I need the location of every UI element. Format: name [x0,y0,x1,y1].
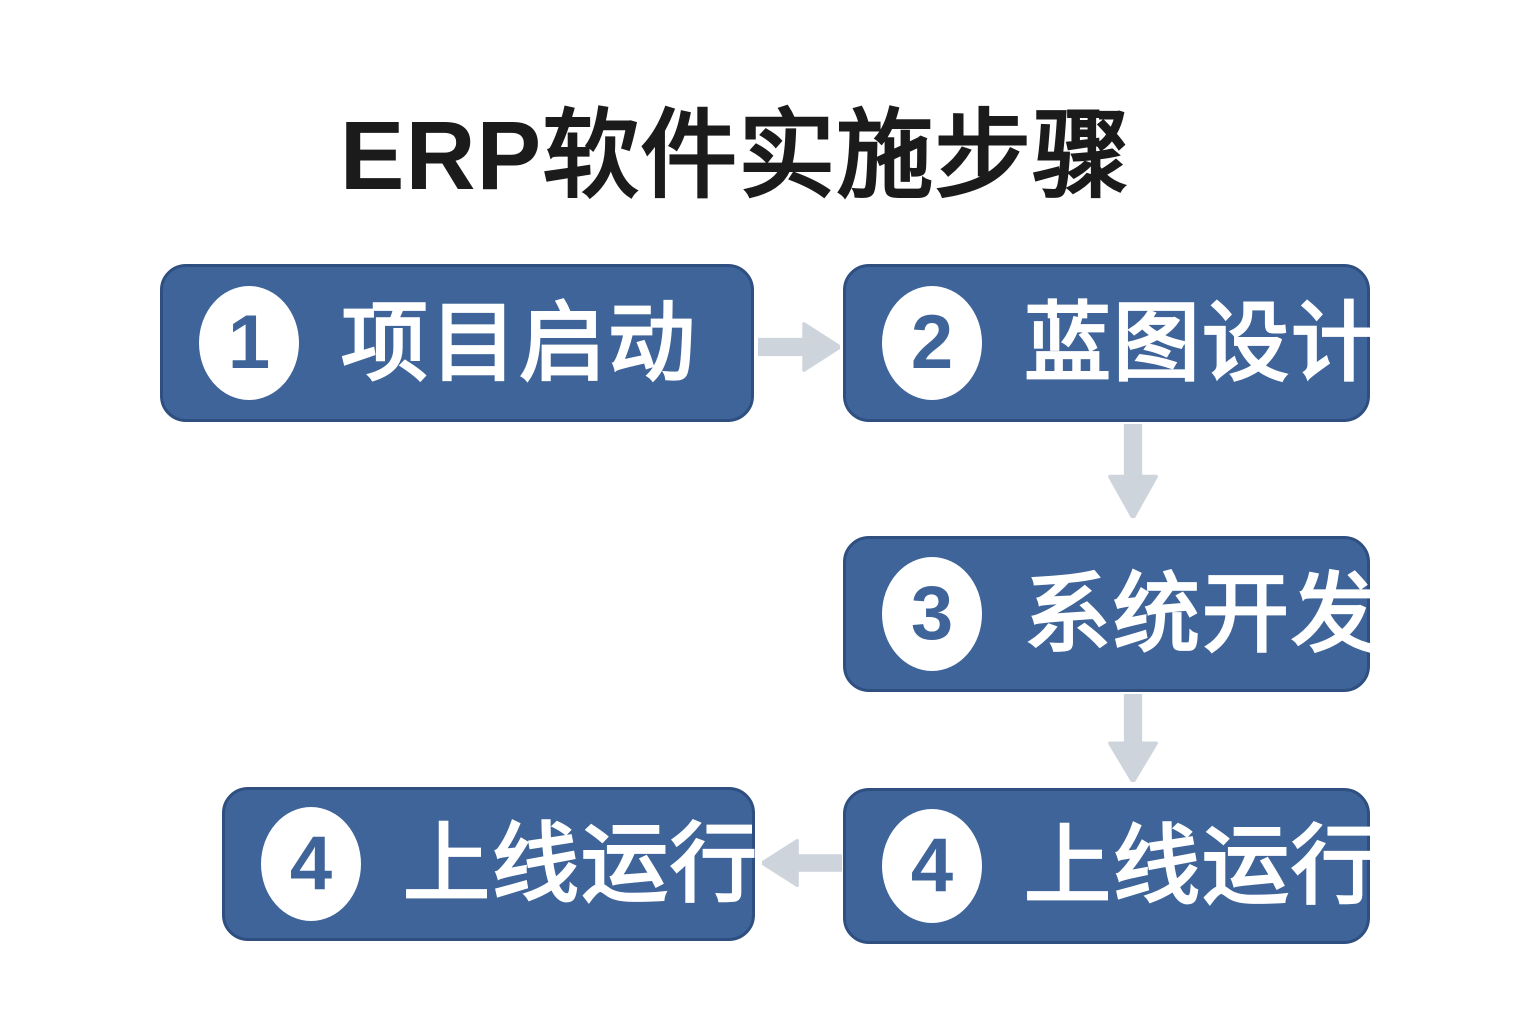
step-label: 项目启动 [341,294,697,392]
step-box-project-launch: 1 项目启动 [160,264,754,422]
step-number-text: 4 [289,821,333,906]
step-label: 上线运行 [403,815,759,913]
step-box-go-live-left: 4 上线运行 [222,787,757,941]
step-number-text: 1 [227,300,271,385]
step-number-badge: 4 [261,807,361,921]
arrow-right-icon [758,318,840,376]
step-number-badge: 2 [882,286,982,400]
step-number-text: 3 [910,571,954,656]
diagram-title: ERP软件实施步骤 [339,101,1131,210]
step-label: 系统开发 [1024,565,1380,663]
arrow-down-icon-1 [1104,424,1162,518]
step-number-badge: 3 [882,557,982,671]
step-number-badge: 4 [882,809,982,923]
step-box-system-development: 3 系统开发 [843,536,1378,692]
step-box-blueprint-design: 2 蓝图设计 [843,264,1378,422]
step-number-badge: 1 [199,286,299,400]
step-label: 上线运行 [1024,817,1380,915]
arrow-down-icon-2 [1104,694,1162,782]
arrow-left-icon [762,835,842,891]
step-box-go-live-right: 4 上线运行 [843,788,1378,944]
step-number-text: 2 [910,300,954,385]
step-number-text: 4 [910,823,954,908]
step-label: 蓝图设计 [1024,294,1380,392]
